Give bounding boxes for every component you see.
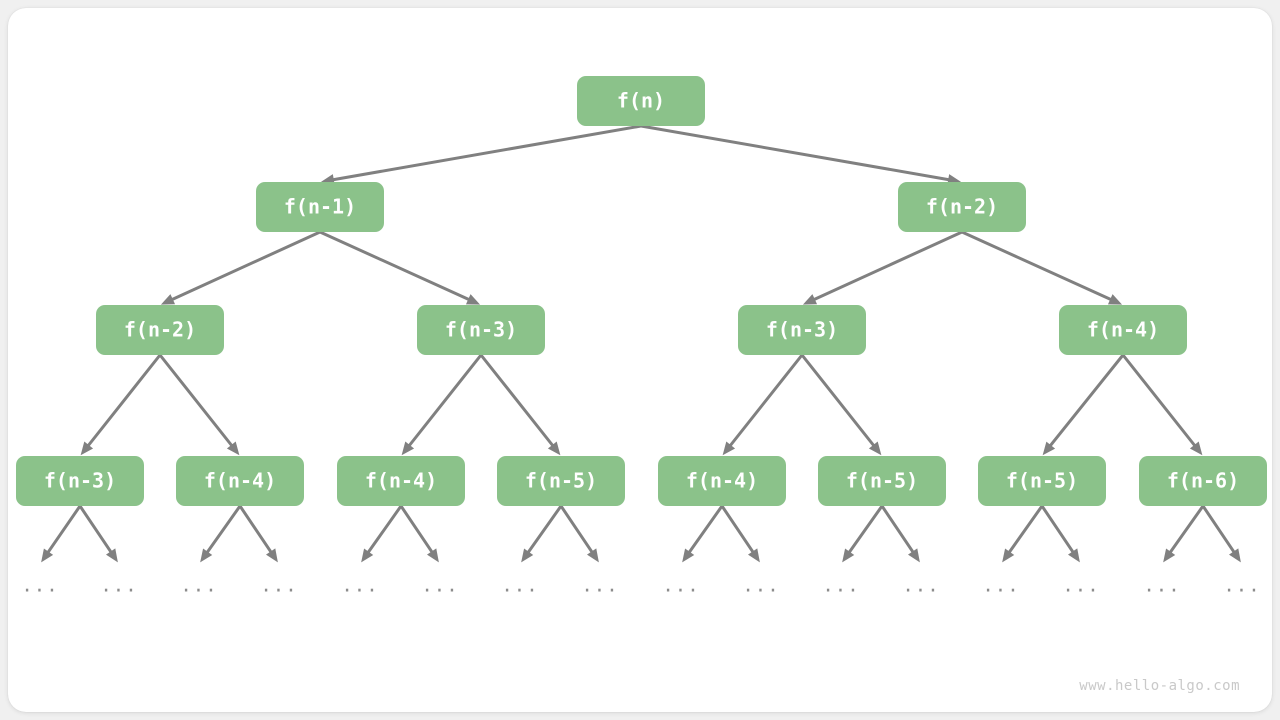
leaf-arrow-0 (41, 504, 82, 563)
node-box (417, 305, 545, 355)
ellipsis-marker: ... (260, 575, 297, 597)
edge-n4-to-n9 (401, 353, 483, 456)
node-label: f(n-1) (284, 195, 356, 219)
leaf-arrow-9 (720, 504, 760, 563)
tree-node-n10[interactable]: f(n-5) (497, 456, 625, 506)
tree-node-n13[interactable]: f(n-5) (978, 456, 1106, 506)
tree-node-n9[interactable]: f(n-4) (337, 456, 465, 506)
node-label: f(n-4) (686, 469, 758, 493)
edge-n5-to-n11 (722, 353, 804, 456)
node-box (337, 456, 465, 506)
node-label: f(n-6) (1167, 469, 1239, 493)
node-box (176, 456, 304, 506)
node-label: f(n-2) (926, 195, 998, 219)
tree-node-n8[interactable]: f(n-4) (176, 456, 304, 506)
node-label: f(n-4) (204, 469, 276, 493)
edge-n4-to-n10 (479, 353, 561, 456)
ellipsis-marker: ... (501, 575, 538, 597)
ellipsis-marker: ... (581, 575, 618, 597)
edge-n3-to-n8 (158, 353, 240, 456)
tree-node-n1[interactable]: f(n-1) (256, 182, 384, 232)
node-label: f(n) (617, 89, 665, 113)
ellipsis-marker: ... (100, 575, 137, 597)
node-box (1139, 456, 1267, 506)
node-box (658, 456, 786, 506)
node-label: f(n-2) (124, 318, 196, 342)
nodes-layer: f(n) f(n-1) f(n-2) f(n-2) f(n-3) f(n-3) f(n-4)… (16, 76, 1267, 506)
edge-n1-to-n3 (160, 230, 322, 305)
leaf-arrows-layer (41, 504, 1241, 563)
node-label: f(n-3) (445, 318, 517, 342)
tree-node-n7[interactable]: f(n-3) (16, 456, 144, 506)
node-label: f(n-3) (766, 318, 838, 342)
leaf-arrow-2 (200, 504, 242, 563)
node-box (738, 305, 866, 355)
leaf-arrow-1 (78, 504, 118, 563)
tree-node-n5[interactable]: f(n-3) (738, 305, 866, 355)
edge-n6-to-n14 (1121, 353, 1203, 456)
node-box (818, 456, 946, 506)
edge-n0-to-n2 (639, 124, 962, 186)
ellipsis-marker: ... (902, 575, 939, 597)
leaf-arrow-10 (842, 504, 884, 563)
node-label: f(n-4) (1087, 318, 1159, 342)
edge-n6-to-n13 (1042, 353, 1125, 456)
ellipsis-marker: ... (822, 575, 859, 597)
node-box (497, 456, 625, 506)
tree-node-n3[interactable]: f(n-2) (96, 305, 224, 355)
node-box (1059, 305, 1187, 355)
tree-node-n4[interactable]: f(n-3) (417, 305, 545, 355)
node-box (96, 305, 224, 355)
watermark: www.hello-algo.com (1079, 678, 1240, 694)
leaf-arrow-13 (1040, 504, 1080, 563)
leaf-arrow-8 (682, 504, 724, 563)
ellipsis-marker: ... (180, 575, 217, 597)
tree-node-n14[interactable]: f(n-6) (1139, 456, 1267, 506)
edges-layer (80, 124, 1203, 456)
node-label: f(n-5) (846, 469, 918, 493)
leaf-arrow-15 (1201, 504, 1241, 563)
ellipsis-marker: ... (662, 575, 699, 597)
ellipsis-marker: ... (1223, 575, 1260, 597)
ellipsis-layer: ........................................… (21, 575, 1260, 597)
node-box (256, 182, 384, 232)
leaf-arrow-11 (880, 504, 920, 563)
ellipsis-marker: ... (1062, 575, 1099, 597)
node-label: f(n-5) (1006, 469, 1078, 493)
leaf-arrow-4 (361, 504, 403, 563)
edge-n0-to-n1 (320, 124, 643, 186)
leaf-arrow-5 (399, 504, 439, 563)
leaf-arrow-7 (559, 504, 599, 563)
ellipsis-marker: ... (1143, 575, 1180, 597)
tree-node-n0[interactable]: f(n) (577, 76, 705, 126)
node-box (898, 182, 1026, 232)
tree-node-n12[interactable]: f(n-5) (818, 456, 946, 506)
tree-node-n6[interactable]: f(n-4) (1059, 305, 1187, 355)
edge-n3-to-n7 (80, 353, 162, 456)
ellipsis-marker: ... (341, 575, 378, 597)
edge-n2-to-n6 (960, 230, 1123, 305)
ellipsis-marker: ... (742, 575, 779, 597)
edge-n1-to-n4 (318, 230, 481, 305)
ellipsis-marker: ... (982, 575, 1019, 597)
node-box (577, 76, 705, 126)
tree-node-n2[interactable]: f(n-2) (898, 182, 1026, 232)
leaf-arrow-12 (1002, 504, 1044, 563)
node-box (16, 456, 144, 506)
edge-n5-to-n12 (800, 353, 882, 456)
edge-n2-to-n5 (802, 230, 964, 305)
node-label: f(n-5) (525, 469, 597, 493)
node-label: f(n-3) (44, 469, 116, 493)
node-box (978, 456, 1106, 506)
leaf-arrow-6 (521, 504, 563, 563)
leaf-arrow-3 (238, 504, 278, 563)
leaf-arrow-14 (1163, 504, 1205, 563)
node-label: f(n-4) (365, 469, 437, 493)
ellipsis-marker: ... (21, 575, 58, 597)
ellipsis-marker: ... (421, 575, 458, 597)
tree-node-n11[interactable]: f(n-4) (658, 456, 786, 506)
